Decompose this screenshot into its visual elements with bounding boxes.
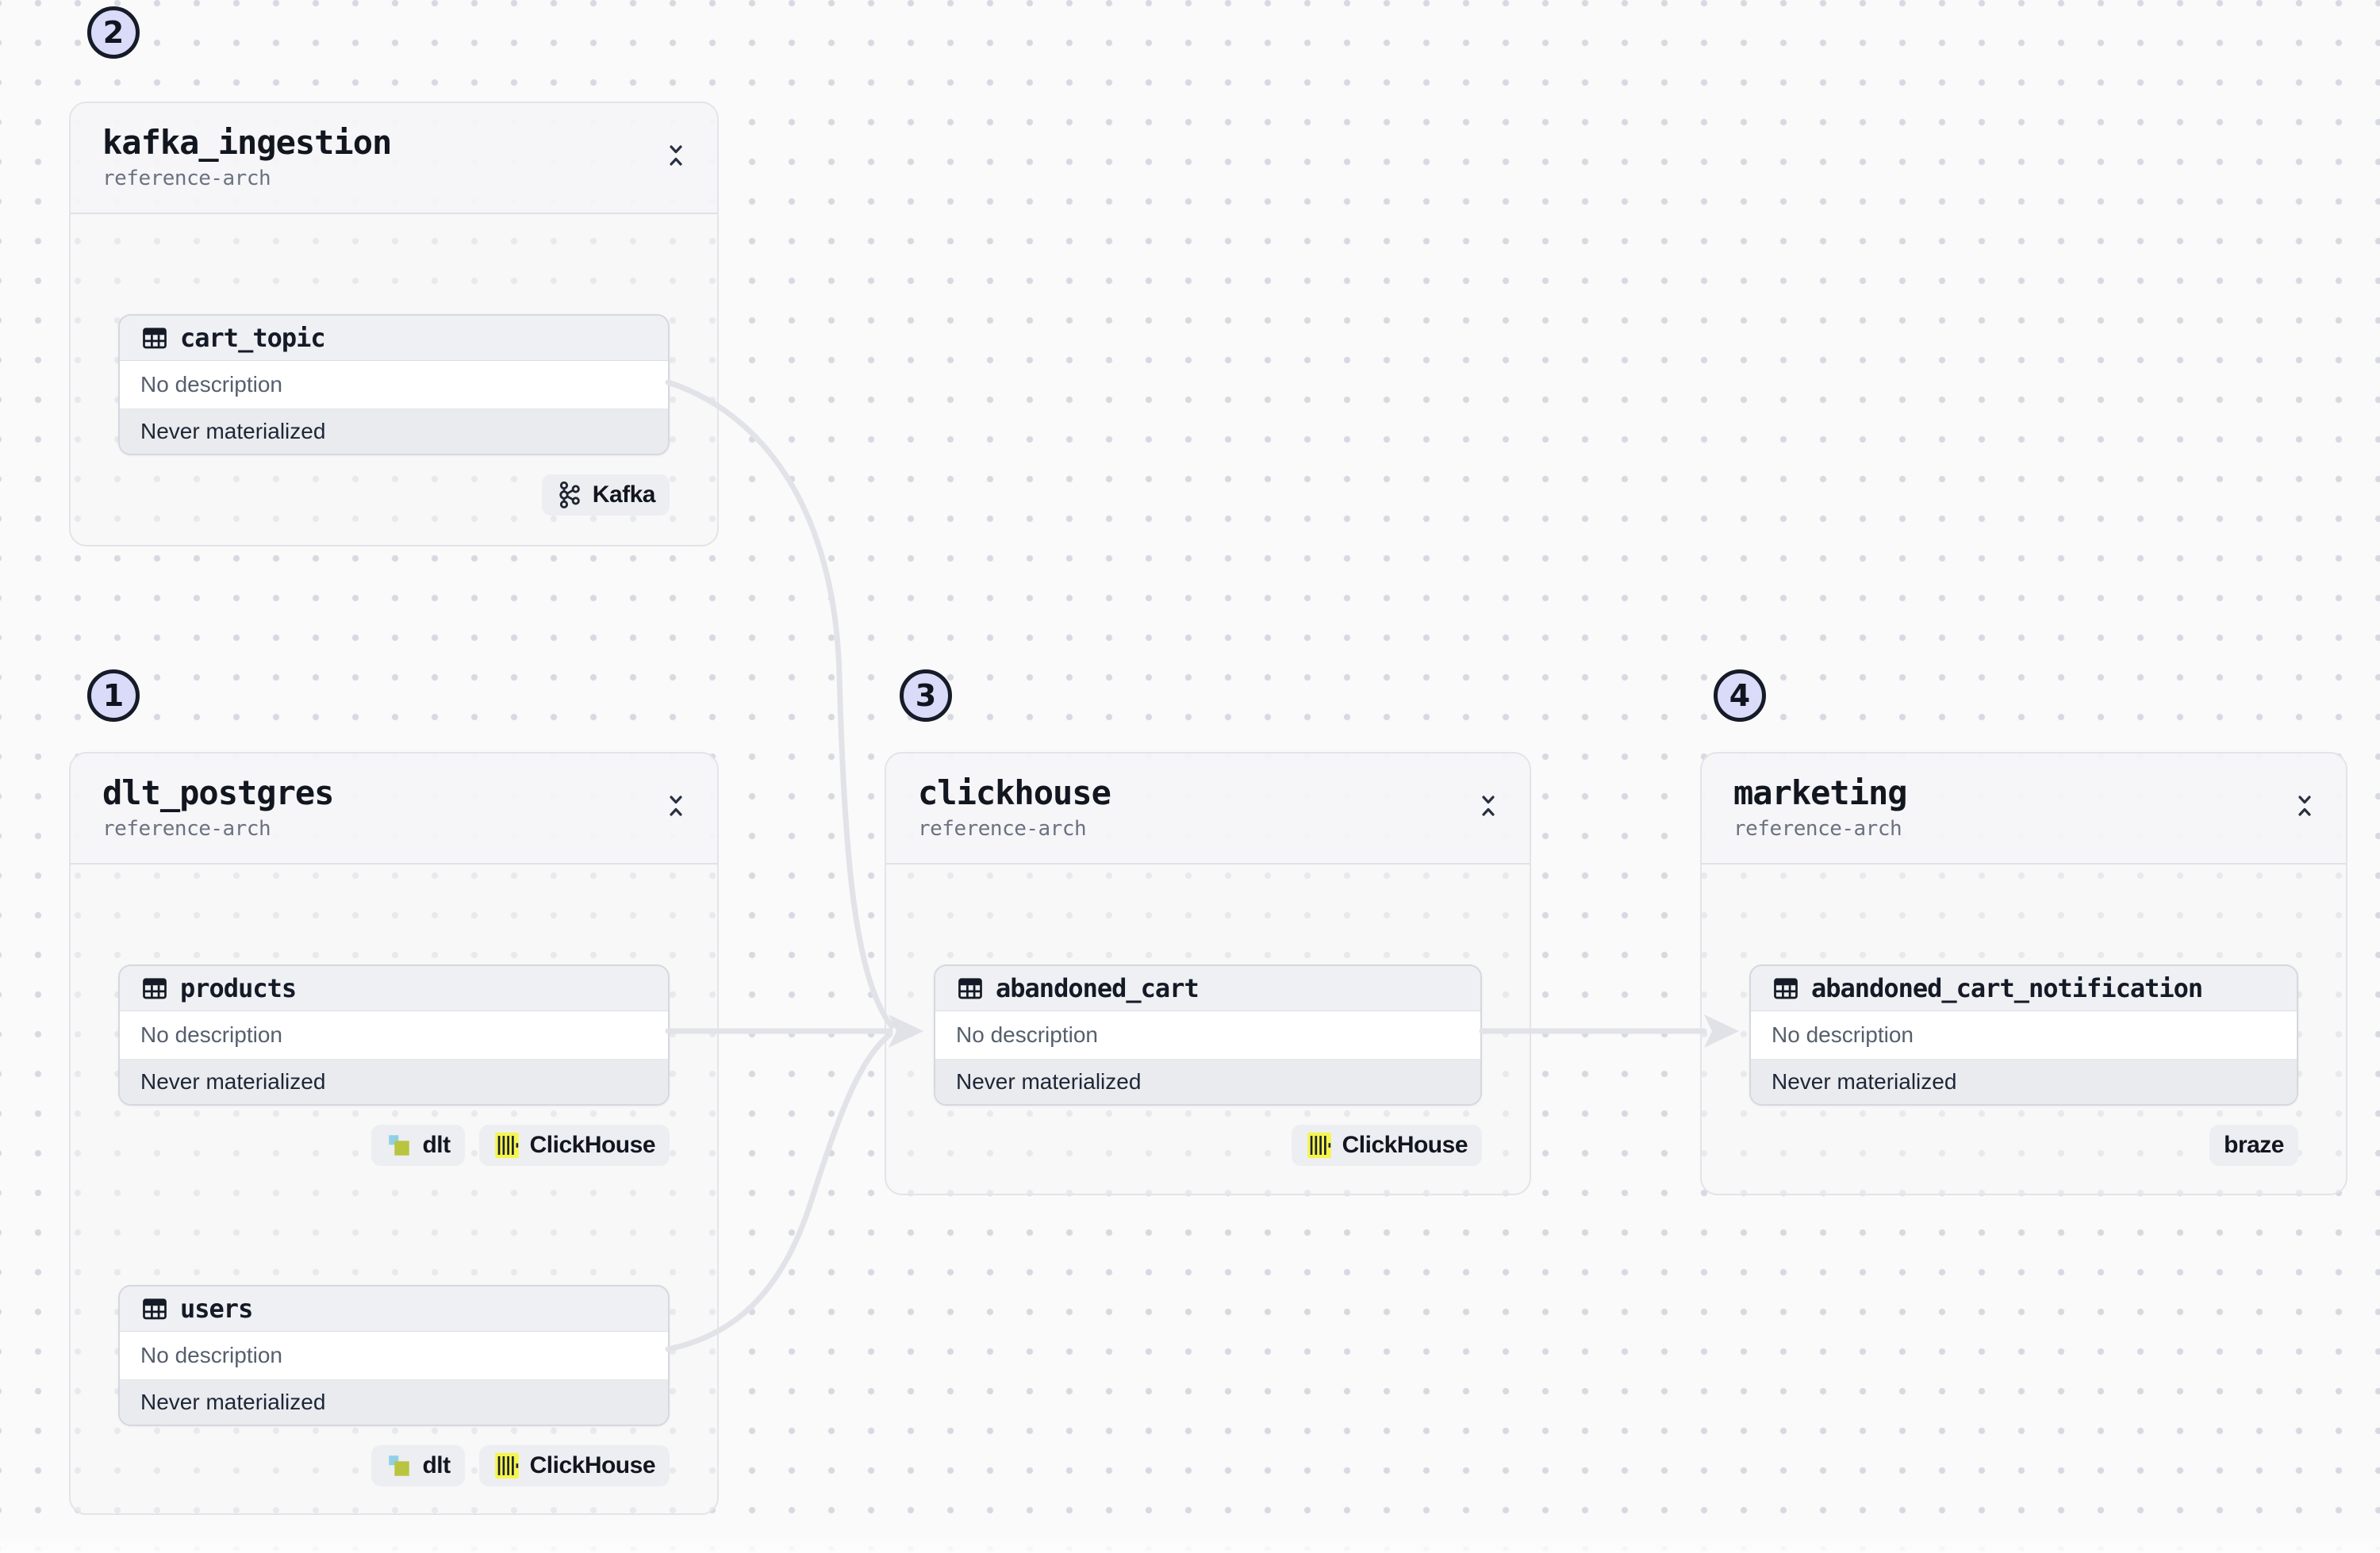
- group-header[interactable]: clickhouse reference-arch: [886, 753, 1530, 865]
- table-icon: [140, 974, 169, 1003]
- asset-header: products: [120, 966, 668, 1011]
- tag-label: Kafka: [592, 481, 656, 508]
- tag-label: ClickHouse: [529, 1132, 656, 1158]
- tag-clickhouse[interactable]: ClickHouse: [478, 1125, 670, 1166]
- tag-clickhouse[interactable]: ClickHouse: [1291, 1125, 1482, 1166]
- asset-name: cart_topic: [180, 323, 326, 353]
- asset-description: No description: [120, 361, 668, 409]
- group-subtitle: reference-arch: [102, 167, 271, 191]
- asset-status: Never materialized: [120, 1380, 668, 1425]
- step-badge-1: 1: [87, 669, 140, 722]
- asset-node-cart-topic[interactable]: cart_topic No description Never material…: [118, 314, 670, 455]
- group-title: kafka_ingestion: [102, 123, 392, 162]
- collapse-group-button[interactable]: [662, 788, 690, 823]
- group-header[interactable]: kafka_ingestion reference-arch: [71, 103, 717, 214]
- tag-braze[interactable]: braze: [2209, 1125, 2298, 1166]
- asset-name: users: [180, 1294, 253, 1324]
- tag-label: ClickHouse: [1342, 1132, 1468, 1158]
- asset-status: Never materialized: [1751, 1060, 2297, 1104]
- collapse-icon: [670, 145, 682, 166]
- group-subtitle: reference-arch: [1733, 817, 1902, 842]
- asset-node-abandoned-cart-notification[interactable]: abandoned_cart_notification No descripti…: [1749, 964, 2298, 1106]
- group-header[interactable]: dlt_postgres reference-arch: [71, 753, 717, 865]
- group-title: marketing: [1733, 773, 1908, 812]
- asset-status: Never materialized: [120, 1060, 668, 1104]
- table-icon: [140, 324, 169, 352]
- tag-clickhouse[interactable]: ClickHouse: [478, 1445, 670, 1486]
- group-kafka-ingestion[interactable]: kafka_ingestion reference-arch: [69, 102, 719, 546]
- tag-kafka[interactable]: Kafka: [541, 474, 670, 516]
- collapse-icon: [2298, 796, 2311, 816]
- clickhouse-icon: [493, 1130, 520, 1160]
- asset-description: No description: [935, 1011, 1480, 1060]
- asset-status: Never materialized: [935, 1060, 1480, 1104]
- collapse-icon: [1482, 796, 1495, 816]
- group-marketing[interactable]: marketing reference-arch: [1700, 752, 2347, 1195]
- asset-description: No description: [120, 1011, 668, 1060]
- group-subtitle: reference-arch: [918, 817, 1087, 842]
- step-badge-3: 3: [900, 669, 952, 722]
- clickhouse-icon: [1306, 1130, 1333, 1160]
- tag-label: braze: [2224, 1132, 2284, 1158]
- asset-header: abandoned_cart: [935, 966, 1480, 1011]
- collapse-icon: [670, 796, 682, 816]
- asset-node-products[interactable]: products No description Never materializ…: [118, 964, 670, 1106]
- asset-description: No description: [120, 1332, 668, 1380]
- group-title: clickhouse: [918, 773, 1111, 812]
- table-icon: [1772, 974, 1800, 1003]
- asset-name: abandoned_cart_notification: [1811, 973, 2203, 1003]
- step-badge-2: 2: [87, 6, 140, 59]
- collapse-group-button[interactable]: [2290, 788, 2319, 823]
- tag-dlt[interactable]: dlt: [371, 1445, 465, 1486]
- asset-header: users: [120, 1286, 668, 1332]
- group-header[interactable]: marketing reference-arch: [1702, 753, 2346, 865]
- tag-label: ClickHouse: [529, 1452, 656, 1478]
- table-icon: [140, 1294, 169, 1323]
- dlt-icon: [386, 1132, 413, 1159]
- tag-label: dlt: [422, 1132, 451, 1158]
- collapse-group-button[interactable]: [662, 138, 690, 173]
- step-badge-4: 4: [1714, 669, 1766, 722]
- group-dlt-postgres[interactable]: dlt_postgres reference-arch: [69, 752, 719, 1515]
- asset-name: products: [180, 973, 297, 1003]
- asset-name: abandoned_cart: [996, 973, 1200, 1003]
- asset-node-users[interactable]: users No description Never materialized: [118, 1285, 670, 1426]
- group-clickhouse[interactable]: clickhouse reference-arch: [885, 752, 1531, 1195]
- asset-header: cart_topic: [120, 316, 668, 361]
- asset-status: Never materialized: [120, 409, 668, 454]
- kafka-icon: [556, 480, 583, 510]
- asset-node-abandoned-cart[interactable]: abandoned_cart No description Never mate…: [934, 964, 1482, 1106]
- table-icon: [956, 974, 985, 1003]
- clickhouse-icon: [493, 1451, 520, 1481]
- asset-header: abandoned_cart_notification: [1751, 966, 2297, 1011]
- group-subtitle: reference-arch: [102, 817, 271, 842]
- tag-dlt[interactable]: dlt: [371, 1125, 465, 1166]
- dlt-icon: [386, 1452, 413, 1479]
- collapse-group-button[interactable]: [1474, 788, 1503, 823]
- asset-description: No description: [1751, 1011, 2297, 1060]
- tag-label: dlt: [422, 1452, 451, 1478]
- group-title: dlt_postgres: [102, 773, 334, 812]
